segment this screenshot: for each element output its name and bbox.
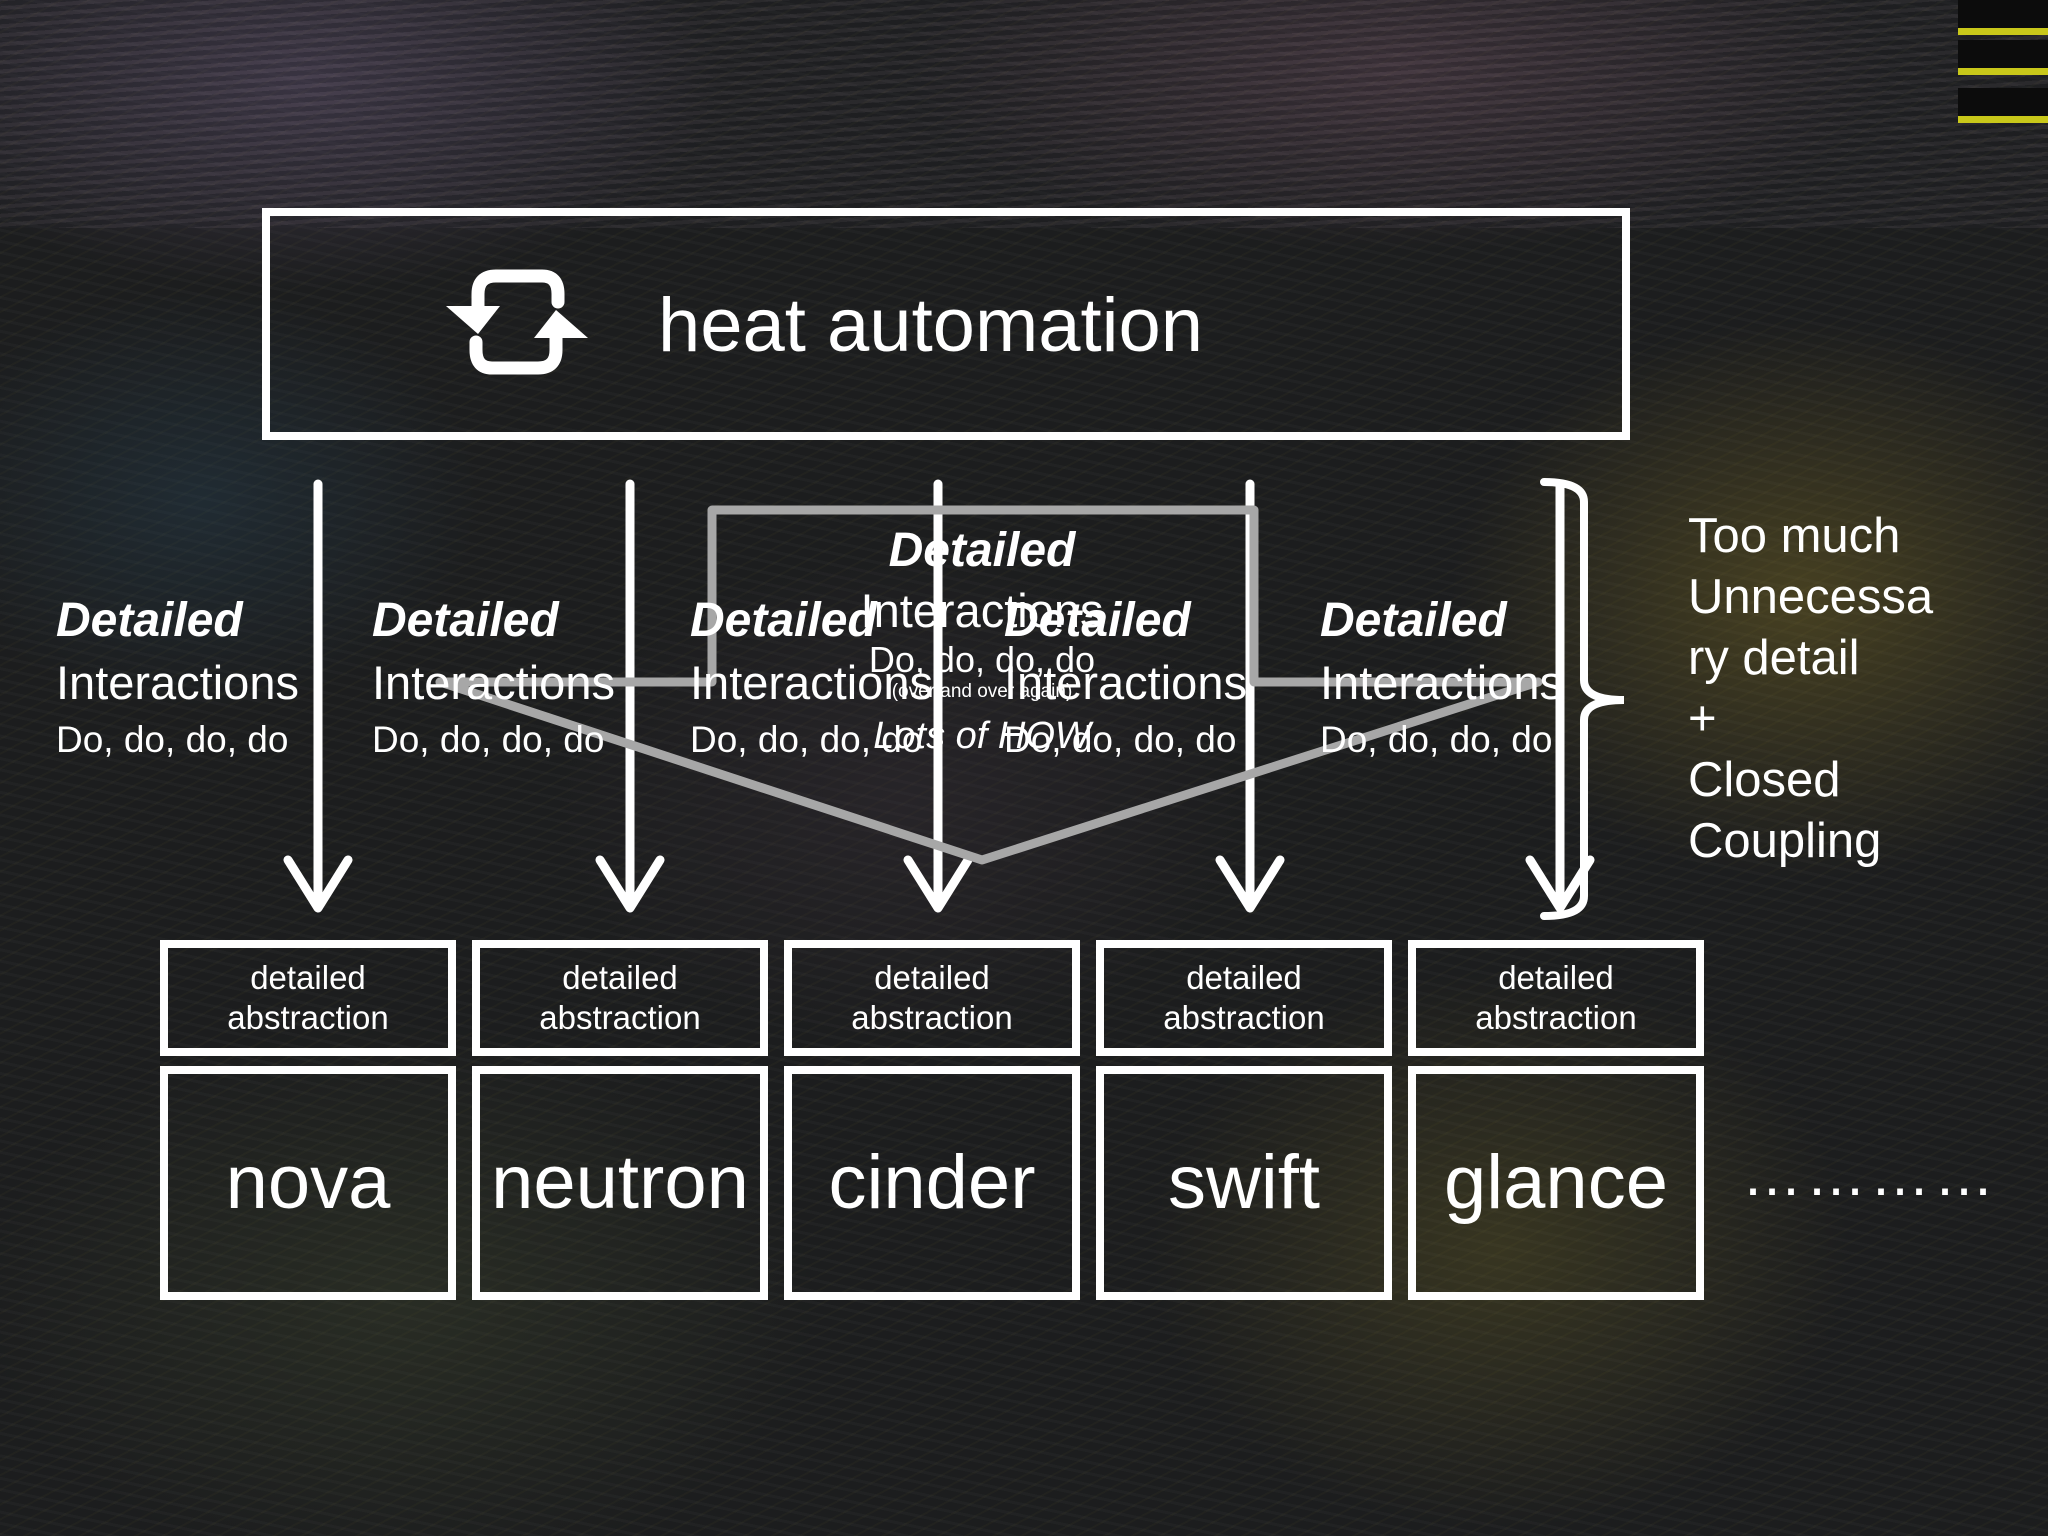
- arrowhead-3: [903, 855, 973, 913]
- interaction-detail: Do, do, do, do: [1320, 719, 1553, 760]
- side-note-line: ry detail: [1688, 631, 1860, 685]
- project-box-cinder: cinder: [784, 1066, 1080, 1300]
- interaction-heading: Detailed: [1004, 594, 1191, 647]
- sync-arrows-icon: [446, 269, 588, 375]
- overlay-funnel: [435, 677, 1543, 865]
- side-note: Too much Unnecessa ry detail + Closed Co…: [1688, 506, 1968, 872]
- interaction-title: Interactions: [372, 656, 615, 709]
- abstraction-box-swift: detailed abstraction: [1096, 940, 1392, 1056]
- side-brace: [1540, 478, 1625, 920]
- corner-stripes: [1958, 0, 2048, 160]
- interaction-title: Interactions: [1320, 656, 1563, 709]
- interaction-heading: Detailed: [372, 594, 559, 647]
- project-box-neutron: neutron: [472, 1066, 768, 1300]
- arrowhead-1: [283, 855, 353, 913]
- project-box-swift: swift: [1096, 1066, 1392, 1300]
- interaction-heading: Detailed: [690, 594, 877, 647]
- side-note-line: Too much: [1688, 509, 1901, 563]
- project-box-nova: nova: [160, 1066, 456, 1300]
- side-note-line: Coupling: [1688, 814, 1882, 868]
- page-title: heat automation: [658, 283, 1204, 368]
- summary-heading: Detailed: [888, 524, 1076, 577]
- arrowhead-2: [595, 855, 665, 913]
- interaction-label-5: Detailed Interactions Do, do, do, do: [1320, 590, 1563, 766]
- interaction-detail: Do, do, do, do: [1004, 719, 1237, 760]
- summary-label: Detailed Interactions Do, do, do, do (ov…: [782, 520, 1182, 760]
- side-note-line: Unnecessa: [1688, 570, 1934, 624]
- summary-emphasis: Lots of HOW: [873, 715, 1091, 757]
- summary-note: (over and over again): [891, 681, 1073, 702]
- interaction-heading: Detailed: [1320, 594, 1507, 647]
- interaction-detail: Do, do, do, do: [56, 719, 289, 760]
- abstraction-box-glance: detailed abstraction: [1408, 940, 1704, 1056]
- header-band: [0, 0, 2048, 228]
- interaction-detail: Do, do, do, do: [372, 719, 605, 760]
- more-projects-ellipsis: …………: [1742, 1141, 1998, 1208]
- summary-title: Interactions: [860, 584, 1104, 637]
- abstraction-box-nova: detailed abstraction: [160, 940, 456, 1056]
- project-box-glance: glance: [1408, 1066, 1704, 1300]
- interaction-label-4: Detailed Interactions Do, do, do, do: [1004, 590, 1247, 766]
- interaction-heading: Detailed: [56, 594, 243, 647]
- side-note-line: Closed: [1688, 753, 1841, 807]
- overlay-frame: [435, 505, 1543, 687]
- interaction-label-1: Detailed Interactions Do, do, do, do: [56, 590, 299, 766]
- heat-automation-box: [262, 208, 1630, 440]
- interaction-detail: Do, do, do, do: [690, 719, 923, 760]
- abstraction-box-cinder: detailed abstraction: [784, 940, 1080, 1056]
- summary-detail: Do, do, do, do: [868, 639, 1096, 680]
- arrowhead-4: [1215, 855, 1285, 913]
- interaction-label-3: Detailed Interactions Do, do, do, do: [690, 590, 933, 766]
- abstraction-box-neutron: detailed abstraction: [472, 940, 768, 1056]
- interaction-title: Interactions: [690, 656, 933, 709]
- interaction-title: Interactions: [56, 656, 299, 709]
- side-note-line: +: [1688, 692, 1717, 746]
- interaction-title: Interactions: [1004, 656, 1247, 709]
- interaction-label-2: Detailed Interactions Do, do, do, do: [372, 590, 615, 766]
